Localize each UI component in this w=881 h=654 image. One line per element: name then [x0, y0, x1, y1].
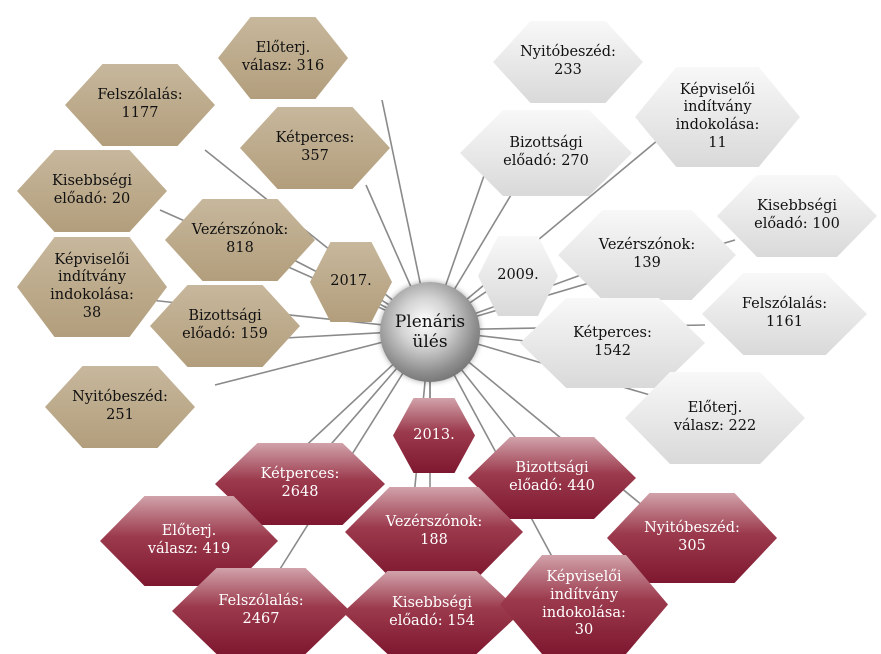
hex-2013-kepviseloi-inditvany: Képviselői indítvány indokolása: 30 [500, 555, 668, 654]
connector-line [429, 129, 671, 331]
hex-2009-eloterj-valasz: Előterj. válasz: 222 [625, 372, 805, 464]
hex-2009-kisebbsegi-eloado: Kisebbségi előadó: 100 [717, 175, 877, 257]
hex-2017-kisebbsegi-eloado: Kisebbségi előadó: 20 [17, 150, 167, 232]
center-label: Plenáris ülés [394, 311, 466, 352]
hex-2009-vezerszonok: Vezérszónok: 139 [558, 210, 736, 300]
center-plenaris-ules: Plenáris ülés [380, 282, 480, 382]
